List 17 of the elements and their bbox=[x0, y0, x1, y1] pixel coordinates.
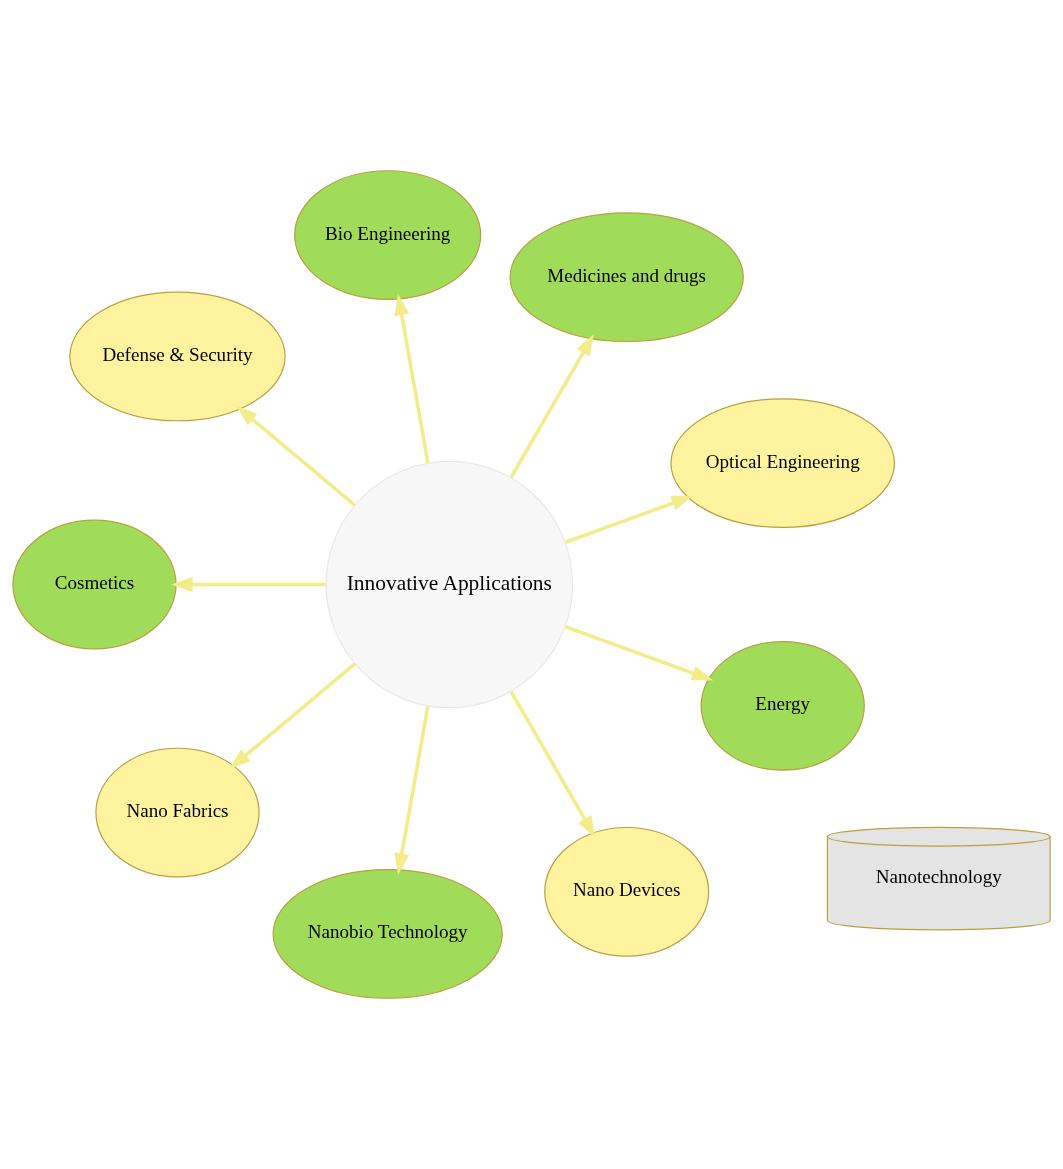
arrow bbox=[171, 576, 326, 592]
node-ellipse: Nano Devices bbox=[544, 826, 710, 957]
arrow bbox=[564, 625, 714, 681]
node-ellipse: Cosmetics bbox=[12, 519, 177, 650]
node-ellipse: Nanobio Technology bbox=[272, 869, 503, 999]
node-ellipse: Defense & Security bbox=[69, 291, 286, 422]
arrow bbox=[509, 690, 596, 838]
arrow bbox=[564, 495, 693, 544]
arrow bbox=[394, 293, 430, 464]
node-ellipse: Medicines and drugs bbox=[509, 212, 744, 343]
arrow bbox=[236, 405, 356, 507]
node-ellipse: Bio Engineering bbox=[294, 170, 482, 300]
arrow bbox=[394, 705, 430, 875]
node-ellipse: Energy bbox=[700, 640, 865, 771]
arrow bbox=[229, 662, 356, 770]
node-circle: Innovative Applications bbox=[325, 460, 574, 709]
arrow bbox=[509, 334, 594, 479]
